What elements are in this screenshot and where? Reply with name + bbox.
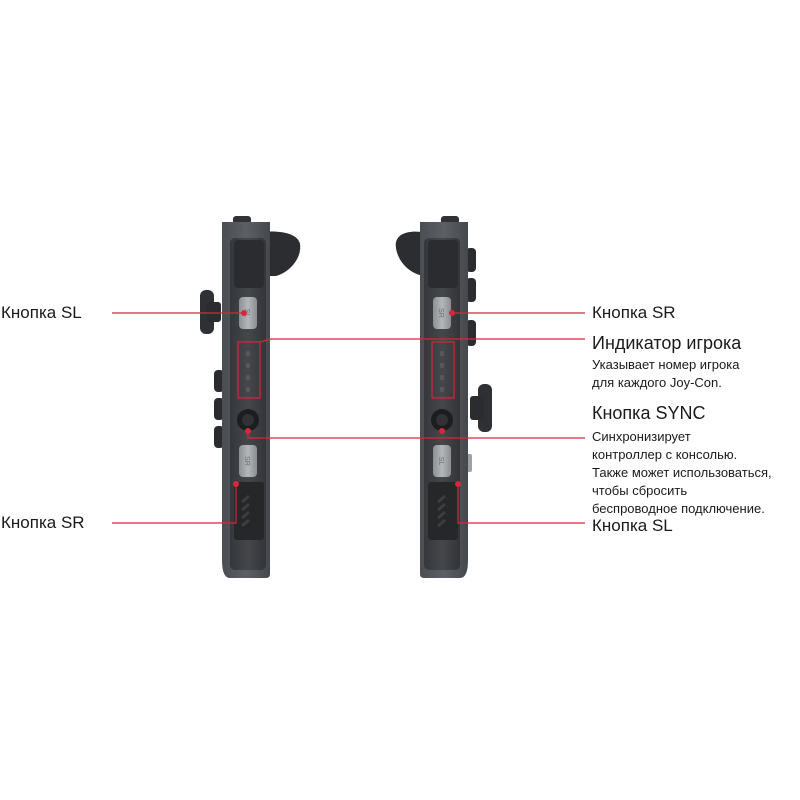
label-player-indicator: Индикатор игрока <box>592 333 742 353</box>
left-rail-top <box>234 240 264 288</box>
left-strap-lock <box>234 482 264 540</box>
leader-left-sr <box>112 484 237 524</box>
leader-right-sl <box>457 484 585 524</box>
leader-sync <box>247 431 585 439</box>
desc-sync-line-5: беспроводное подключение. <box>592 501 765 516</box>
desc-player-indicator-line-2: для каждого Joy-Con. <box>592 375 722 390</box>
right-face-button-1 <box>466 248 476 272</box>
desc-sync-line-1: Синхронизирует <box>592 429 691 444</box>
left-joycon: SL SR <box>200 216 301 578</box>
desc-player-indicator-line-1: Указывает номер игрока <box>592 357 740 372</box>
right-sl-button[interactable] <box>433 445 451 477</box>
left-face-button-1 <box>214 370 224 392</box>
label-left-sr: Кнопка SR <box>1 513 85 532</box>
dot-left-sync <box>245 428 251 434</box>
left-face-button-2 <box>214 398 224 420</box>
right-sr-mark: SR <box>437 308 444 318</box>
left-analog-stick <box>200 290 221 334</box>
label-right-sr: Кнопка SR <box>592 303 676 322</box>
left-sl-button[interactable] <box>239 297 257 329</box>
right-sl-mark: SL <box>437 457 444 466</box>
right-sr-button[interactable] <box>433 297 451 329</box>
left-face-button-3 <box>214 426 224 448</box>
desc-sync-line-4: чтобы сбросить <box>592 483 688 498</box>
right-rail-top <box>428 240 458 288</box>
callout-lines <box>112 312 585 524</box>
right-joycon: SR SL <box>395 216 492 578</box>
left-shoulder-trigger <box>262 231 301 276</box>
right-player-indicator <box>440 351 444 392</box>
highlight-right-player-indicator <box>431 341 455 399</box>
leader-player-indicator <box>259 338 585 343</box>
left-sr-button[interactable] <box>239 445 257 477</box>
desc-sync: Синхронизирует контроллер с консолью. Та… <box>592 428 772 518</box>
highlight-left-player-indicator <box>237 341 261 399</box>
label-left-sl: Кнопка SL <box>1 303 82 322</box>
callout-dots <box>233 310 461 487</box>
dot-right-sr <box>449 310 455 316</box>
left-sr-mark: SR <box>243 456 250 466</box>
right-face-button-2 <box>466 278 476 302</box>
dot-left-sl <box>241 310 247 316</box>
dot-right-sl <box>455 481 461 487</box>
desc-sync-line-2: контроллер с консолью. <box>592 447 738 462</box>
label-right-sl: Кнопка SL <box>592 516 673 535</box>
desc-sync-line-3: Также может использоваться, <box>592 465 772 480</box>
label-sync: Кнопка SYNC <box>592 403 706 423</box>
dot-right-sync <box>439 428 445 434</box>
left-player-indicator <box>246 351 250 392</box>
right-strap-lock <box>428 482 458 540</box>
desc-player-indicator: Указывает номер игрока для каждого Joy-C… <box>592 356 739 392</box>
right-analog-stick <box>470 384 492 432</box>
dot-left-sr <box>233 481 239 487</box>
